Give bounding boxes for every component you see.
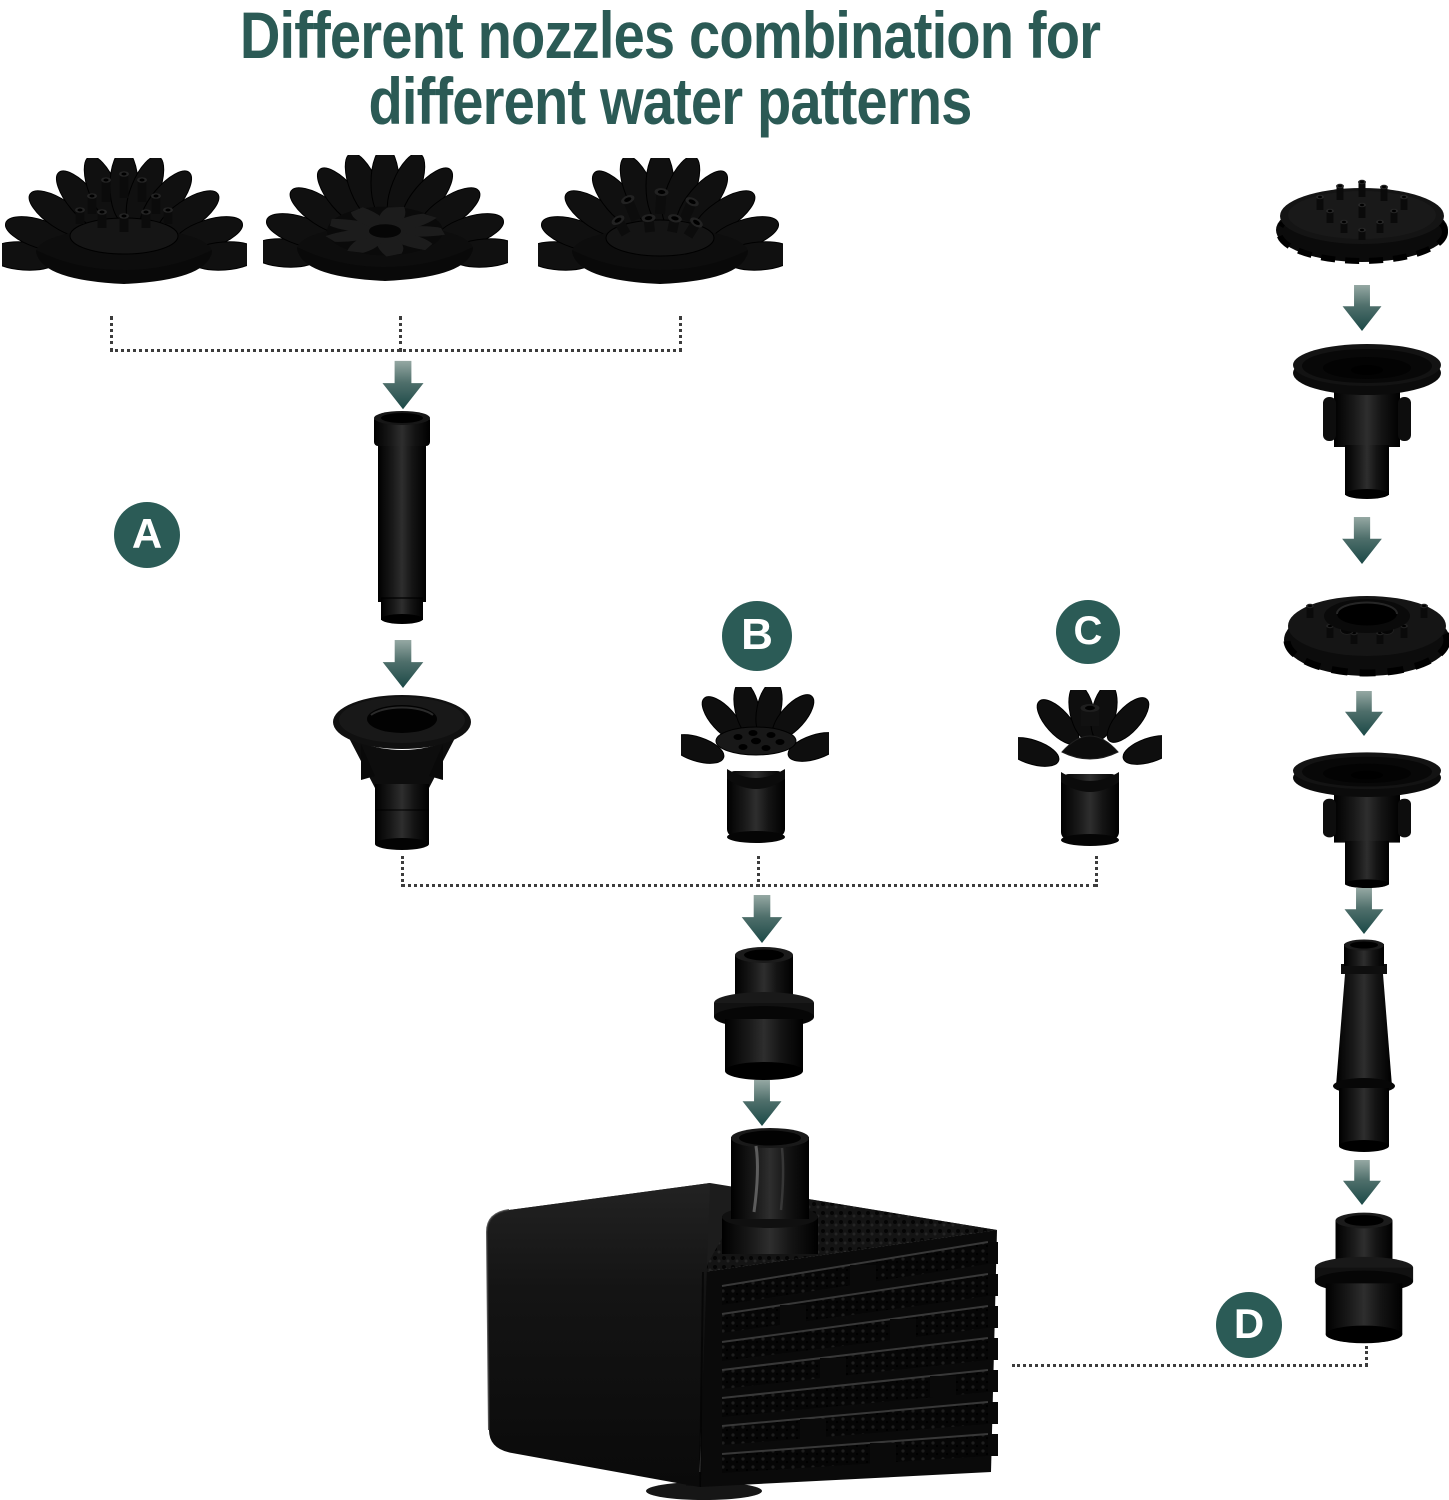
label-badge-c: C: [1056, 600, 1120, 664]
outlet-adapter-icon: [1309, 1206, 1419, 1345]
bracket-flowers-mid-stub: [399, 316, 402, 352]
bracket-d-stub: [1365, 1346, 1368, 1366]
label-a-text: A: [131, 510, 163, 557]
water-pump-icon: [460, 1120, 1020, 1500]
flower-nozzle-multi-jet-icon: [2, 158, 247, 290]
label-badge-d: D: [1216, 1292, 1282, 1358]
bracket-abc-right-stub: [1095, 856, 1098, 887]
title-line-1: Different nozzles combination for: [239, 0, 1101, 72]
multi-tube-disc-nozzle-icon: [1274, 174, 1449, 270]
bracket-flowers-left-stub: [110, 316, 113, 352]
gear-ring-nozzle-icon: [1282, 576, 1449, 684]
trumpet-funnel-nozzle-icon: [1289, 748, 1445, 889]
down-arrow-icon: [1334, 285, 1390, 331]
riser-tube-icon: [362, 408, 442, 630]
down-arrow-icon: [1334, 517, 1390, 564]
petal-nozzle-flat-top-icon: [681, 687, 829, 854]
label-b-text: B: [741, 610, 773, 659]
bracket-flowers-rail: [110, 349, 682, 352]
down-arrow-icon: [1336, 691, 1392, 736]
label-badge-b: B: [722, 601, 792, 671]
bracket-abc-mid-stub: [757, 856, 760, 887]
down-arrow-icon: [375, 360, 431, 410]
bracket-d-rail: [1012, 1364, 1368, 1367]
page-title: Different nozzles combination for differ…: [35, 2, 1305, 134]
down-arrow-icon: [734, 895, 790, 943]
down-arrow-icon: [1336, 888, 1392, 934]
bracket-abc-rail: [401, 884, 1097, 887]
bracket-abc-left-stub: [401, 856, 404, 887]
socket-cup-nozzle-icon: [331, 692, 473, 854]
petal-nozzle-spout-icon: [1018, 690, 1162, 852]
label-badge-a: A: [114, 502, 180, 568]
title-line-2: different water patterns: [368, 64, 972, 138]
outlet-adapter-icon: [708, 941, 820, 1081]
down-arrow-icon: [1334, 1160, 1390, 1205]
flower-nozzle-swirl-icon: [263, 155, 508, 287]
trumpet-funnel-nozzle-icon: [1289, 339, 1445, 500]
label-d-text: D: [1233, 1300, 1265, 1347]
flower-nozzle-angled-jets-icon: [538, 158, 783, 290]
telescopic-riser-tube-icon: [1325, 936, 1403, 1160]
label-c-text: C: [1073, 608, 1103, 653]
bracket-flowers-right-stub: [679, 316, 682, 352]
down-arrow-icon: [375, 640, 431, 688]
